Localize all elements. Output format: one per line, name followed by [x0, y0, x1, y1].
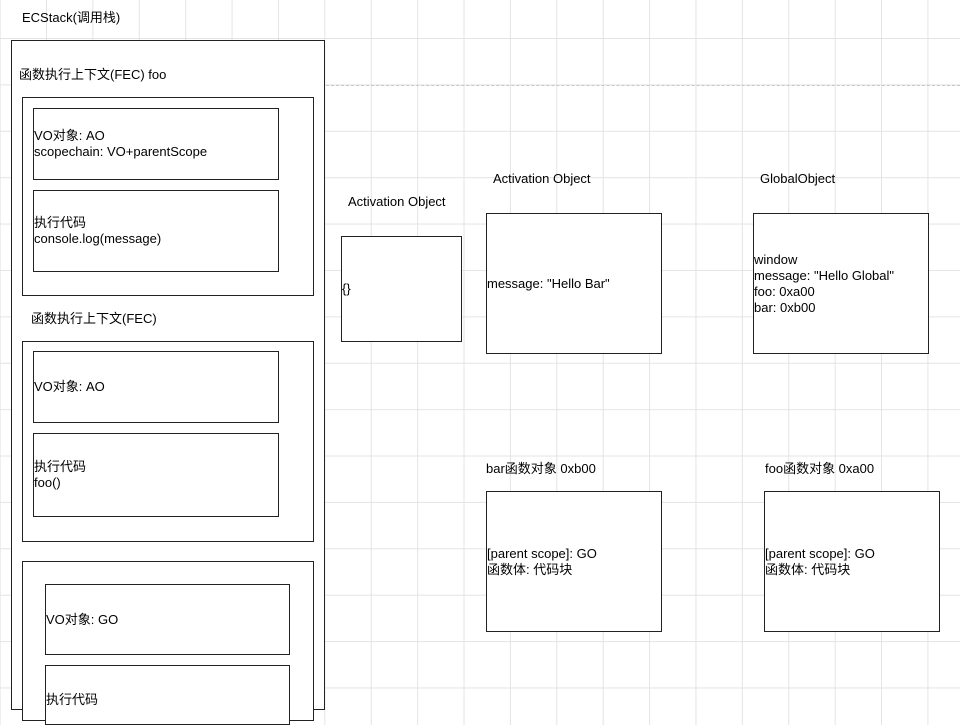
fec-foo-vo[interactable]: VO对象: AO scopechain: VO+parentScope — [33, 108, 279, 180]
foo-fn-box[interactable]: [parent scope]: GO 函数体: 代码块 — [764, 491, 940, 632]
fec-foo-code[interactable]: 执行代码 console.log(message) — [33, 190, 279, 272]
code-text: 执行代码 — [46, 692, 99, 707]
guide-line — [326, 85, 960, 86]
vo-text: VO对象: AO scopechain: VO+parentScope — [34, 128, 208, 159]
ao-bar-box[interactable]: message: "Hello Bar" — [486, 213, 662, 354]
foo-fn-content: [parent scope]: GO 函数体: 代码块 — [765, 545, 875, 577]
global-object-content: window message: "Hello Global" foo: 0xa0… — [754, 251, 895, 315]
ao-foo-title: Activation Object — [348, 194, 446, 209]
code-text: 执行代码 foo() — [34, 459, 87, 490]
ao-bar-content: message: "Hello Bar" — [487, 275, 610, 291]
ao-bar-title: Activation Object — [493, 171, 591, 186]
code-text: 执行代码 console.log(message) — [34, 215, 162, 246]
fec-vo[interactable]: VO对象: AO — [33, 351, 279, 423]
fec-foo-title: 函数执行上下文(FEC) foo — [19, 67, 167, 82]
global-object-box[interactable]: window message: "Hello Global" foo: 0xa0… — [753, 213, 929, 354]
gec-code[interactable]: 执行代码 — [45, 665, 290, 725]
vo-text: VO对象: GO — [46, 611, 119, 627]
bar-fn-content: [parent scope]: GO 函数体: 代码块 — [487, 545, 597, 577]
gec-vo[interactable]: VO对象: GO — [45, 584, 290, 655]
bar-fn-box[interactable]: [parent scope]: GO 函数体: 代码块 — [486, 491, 662, 632]
vo-text: VO对象: AO — [34, 379, 105, 394]
fec-title: 函数执行上下文(FEC) — [31, 311, 157, 326]
ao-foo-box[interactable]: {} — [341, 236, 462, 342]
ecstack-title: ECStack(调用栈) — [22, 10, 121, 25]
fec-code[interactable]: 执行代码 foo() — [33, 433, 279, 517]
bar-fn-title: bar函数对象 0xb00 — [486, 461, 596, 476]
foo-fn-title: foo函数对象 0xa00 — [765, 461, 875, 476]
global-object-title: GlobalObject — [760, 171, 836, 186]
ao-foo-content: {} — [342, 281, 351, 296]
